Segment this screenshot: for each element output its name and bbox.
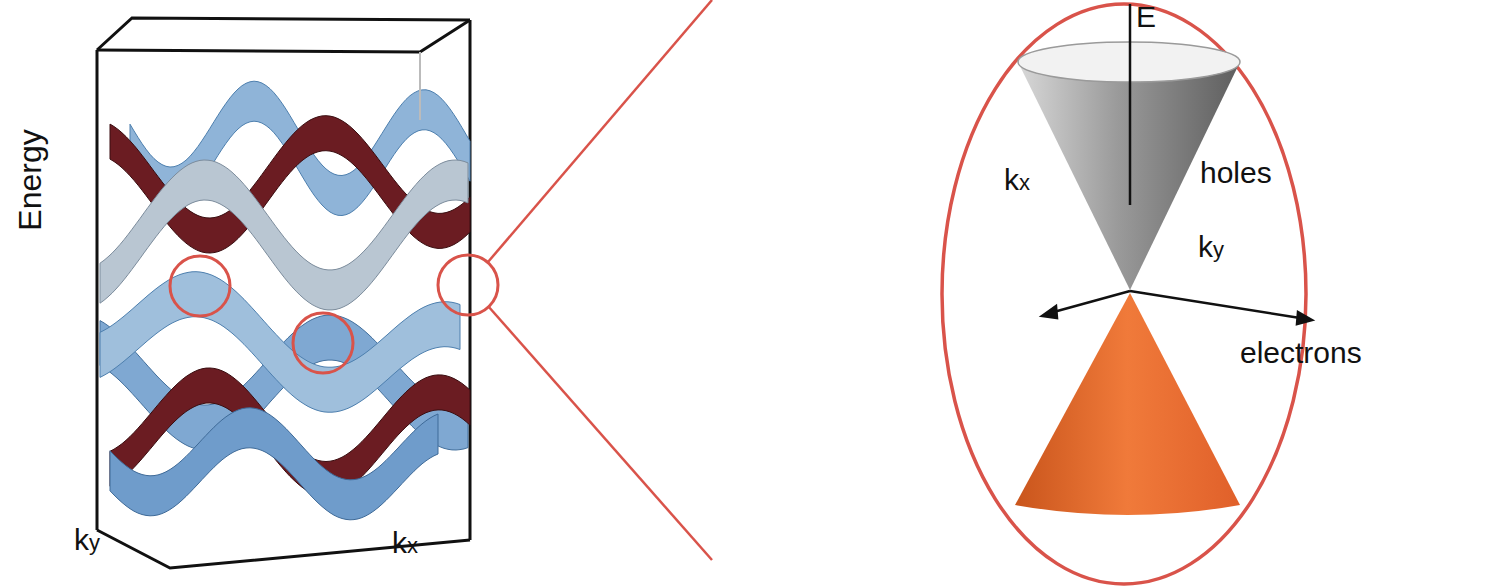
carrier-label: electrons [1240,338,1362,368]
band-surface [100,81,470,520]
axis [1042,4,1312,324]
zoom-line [488,0,712,560]
band-ribbon [110,408,438,520]
cube-frame [97,20,470,568]
axis-label: kx [392,528,418,558]
axis-label: ky [74,525,100,555]
band-ribbon [100,272,460,413]
axis-label: kx [1004,165,1030,195]
axis-label: E [1136,2,1156,32]
electron-cone [1015,293,1240,515]
cube-frame [97,18,470,540]
band-ribbon [100,160,468,310]
axis-label: Energy [14,129,46,230]
carrier-label: holes [1200,158,1272,188]
zoom-ellipse [942,4,1306,584]
axis-label: ky [1198,232,1224,262]
dirac-point-marker [170,255,498,373]
